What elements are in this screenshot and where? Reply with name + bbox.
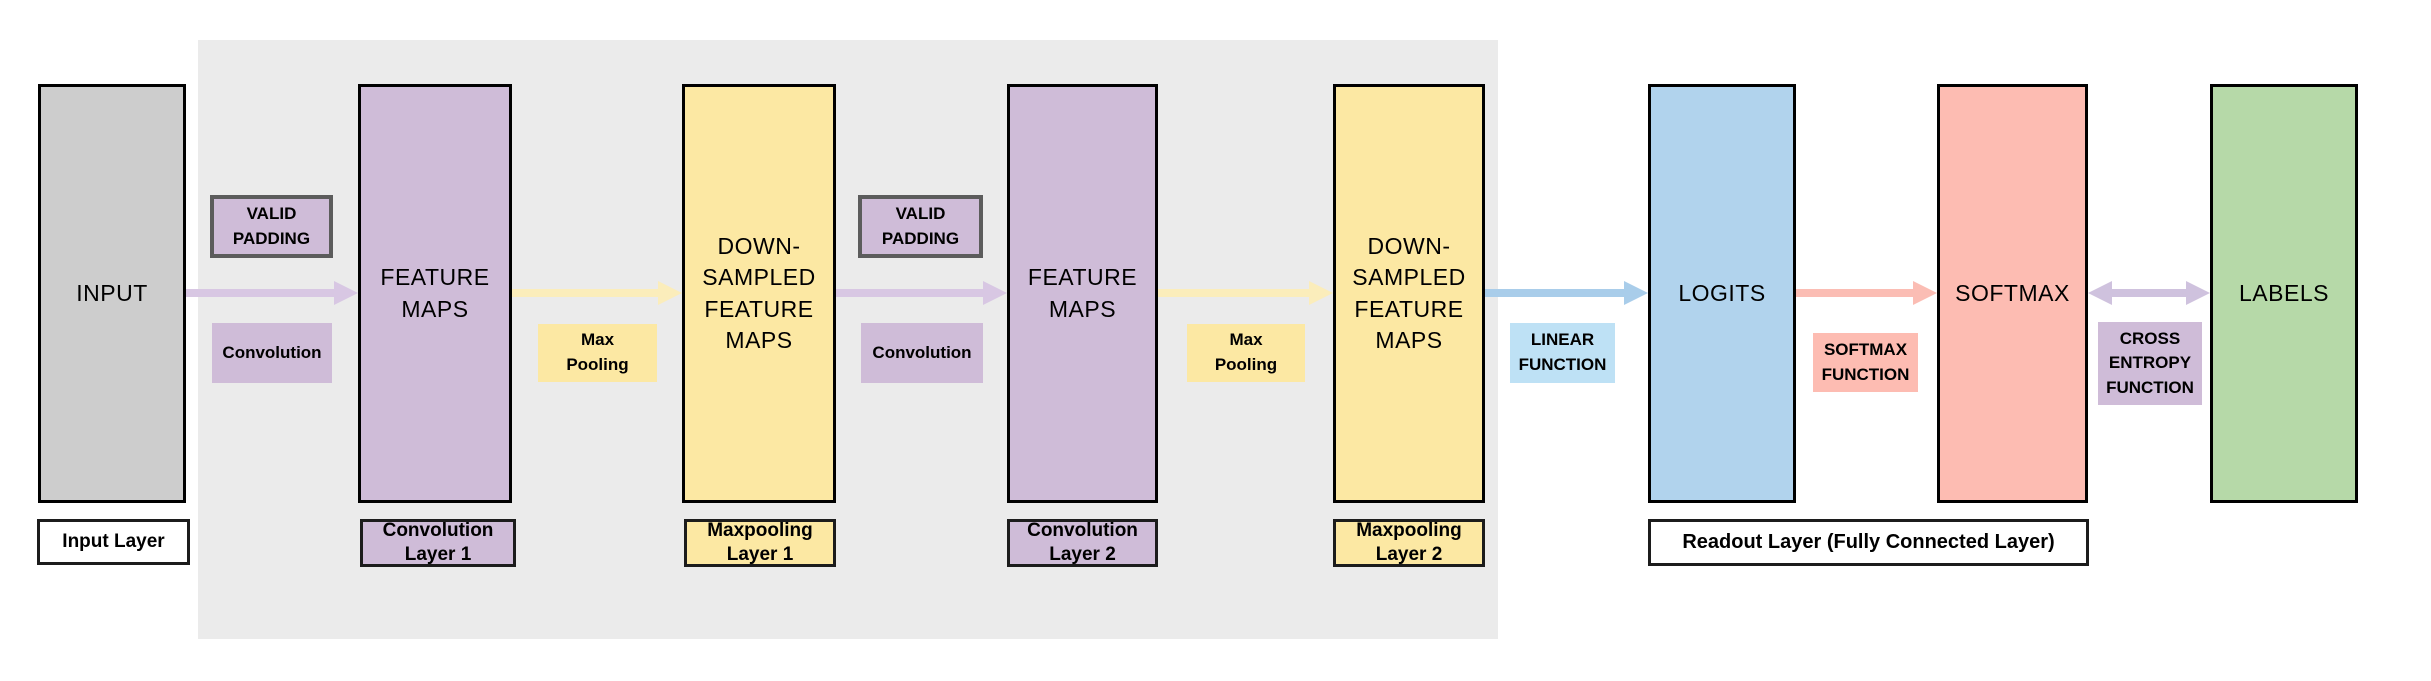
max-pooling-2-label: Max Pooling: [1187, 324, 1305, 382]
feature-maps-1-box: FEATURE MAPS: [358, 84, 512, 503]
softmax-function-label: SOFTMAX FUNCTION: [1813, 333, 1918, 392]
labels-box: LABELS: [2210, 84, 2358, 503]
softmax-box: SOFTMAX: [1937, 84, 2088, 503]
cross-entropy-double-arrow: [2088, 281, 2210, 305]
maxpooling-layer-2-label: Maxpooling Layer 2: [1333, 519, 1485, 567]
maxpool-arrow-1: [512, 281, 682, 305]
input-box: INPUT: [38, 84, 186, 503]
convolution-layer-1-label: Convolution Layer 1: [360, 519, 516, 567]
feature-maps-2-box: FEATURE MAPS: [1007, 84, 1158, 503]
linear-function-arrow: [1485, 281, 1648, 305]
convolution-1-label: Convolution: [212, 323, 332, 383]
linear-function-label: LINEAR FUNCTION: [1510, 323, 1615, 383]
downsampled-feature-maps-2-box: DOWN- SAMPLED FEATURE MAPS: [1333, 84, 1485, 503]
max-pooling-1-label: Max Pooling: [538, 324, 657, 382]
convolution-layer-2-label: Convolution Layer 2: [1007, 519, 1158, 567]
convolution-arrow-2: [836, 281, 1007, 305]
downsampled-feature-maps-1-box: DOWN- SAMPLED FEATURE MAPS: [682, 84, 836, 503]
maxpool-arrow-2: [1158, 281, 1333, 305]
softmax-function-arrow: [1796, 281, 1937, 305]
valid-padding-1-label: VALID PADDING: [210, 195, 333, 258]
convolution-2-label: Convolution: [861, 323, 983, 383]
maxpooling-layer-1-label: Maxpooling Layer 1: [684, 519, 836, 567]
input-layer-label: Input Layer: [37, 519, 190, 565]
cross-entropy-function-label: CROSS ENTROPY FUNCTION: [2098, 322, 2202, 405]
logits-box: LOGITS: [1648, 84, 1796, 503]
valid-padding-2-label: VALID PADDING: [858, 195, 983, 258]
readout-layer-label: Readout Layer (Fully Connected Layer): [1648, 519, 2089, 566]
convolution-arrow-1: [186, 281, 358, 305]
